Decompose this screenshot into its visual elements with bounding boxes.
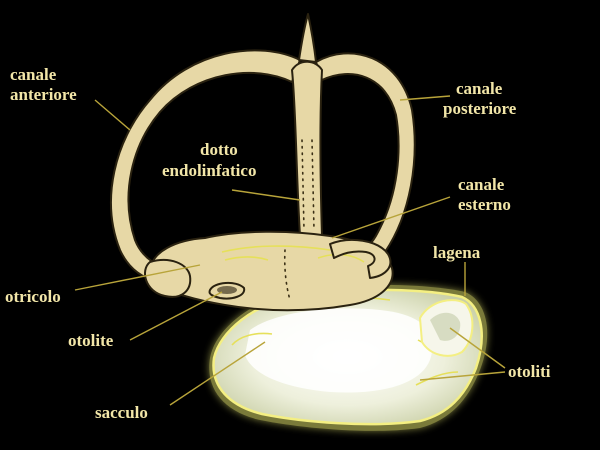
label-canale-anteriore-1: canale (10, 65, 57, 84)
leader-lines (74, 95, 506, 406)
label-otolite: otolite (68, 331, 114, 350)
vestibule-body (144, 230, 394, 312)
label-otricolo: otricolo (5, 287, 61, 306)
label-canale-posteriore-2: posteriore (443, 99, 517, 118)
label-lagena: lagena (433, 243, 481, 262)
label-canale-anteriore-2: anteriore (10, 85, 77, 104)
label-otoliti: otoliti (508, 362, 551, 381)
label-endolinfatico: endolinfatico (162, 161, 256, 180)
semicircular-canals (110, 13, 416, 284)
label-canale-esterno-1: canale (458, 175, 505, 194)
lagena-shape (418, 299, 474, 357)
label-canale-posteriore-1: canale (456, 79, 503, 98)
label-sacculo: sacculo (95, 403, 148, 422)
label-canale-esterno-2: esterno (458, 195, 511, 214)
sacculo-shape (209, 284, 488, 431)
label-dotto: dotto (200, 140, 238, 159)
